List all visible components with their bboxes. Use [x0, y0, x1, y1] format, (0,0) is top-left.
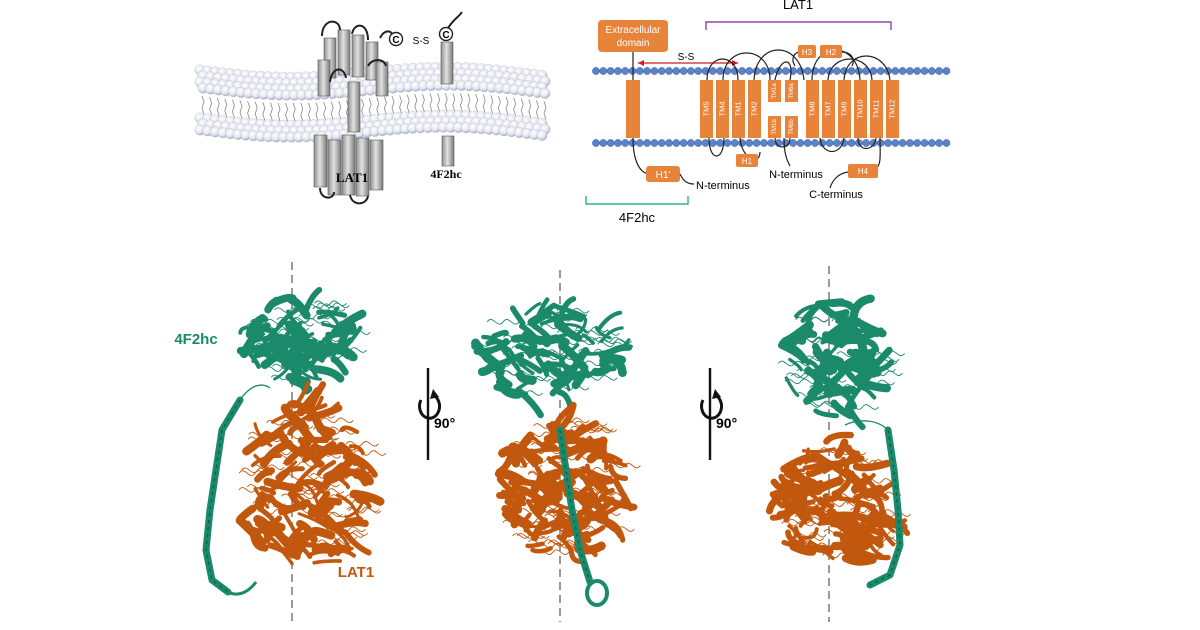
4f2hc-helix	[440, 11, 463, 167]
lat1-c-terminus-label: C-terminus	[809, 189, 863, 201]
svg-text:TM7: TM7	[823, 102, 832, 117]
4f2hc-bracket-label: 4F2hc	[619, 210, 656, 225]
h2-box	[820, 45, 842, 58]
svg-text:TM6b: TM6b	[789, 119, 795, 135]
cysteine-right	[438, 26, 454, 42]
h3-box	[798, 45, 816, 58]
svg-text:TM11: TM11	[871, 100, 880, 119]
lat1-label-cartoon: LAT1	[336, 170, 368, 185]
svg-text:TM8: TM8	[807, 102, 816, 117]
4f2hc-bracket	[585, 196, 689, 205]
ribbon-structures	[202, 286, 911, 607]
4f2hc-tm-helix	[626, 80, 640, 138]
membrane-cartoon: C S-S C LAT1 4F2hc	[194, 11, 551, 205]
svg-text:TM12: TM12	[887, 99, 896, 118]
rotation-label-2: 90°	[716, 415, 737, 431]
h2-label: H2	[826, 48, 837, 57]
lat1-tm-helices: TM5 TM4 TM1 TM2 TM8 TM7 TM9 TM10 TM11 TM12 TM1aTM1…	[700, 80, 899, 138]
disulfide-bridge: C S-S C	[379, 26, 454, 47]
4f2hc-structure-label: 4F2hc	[174, 331, 217, 348]
h4-label: H4	[858, 167, 869, 176]
h4-box	[848, 164, 878, 178]
extracellular-domain-box	[598, 20, 668, 52]
disulfide-label-a: S-S	[413, 36, 430, 47]
disulfide-label-b: S-S	[678, 52, 695, 63]
membrane-bead-rows	[592, 67, 951, 147]
extracellular-label-1: Extracellular	[605, 25, 661, 36]
topology-diagram: LAT1 4F2hc Extracellular domain H1' N-te…	[585, 0, 951, 225]
lat1-n-terminus-label: N-terminus	[769, 169, 823, 181]
h1-box	[736, 154, 758, 167]
rotation-symbol-1: 90°	[418, 368, 455, 460]
cysteine-left-label: C	[392, 35, 399, 46]
cysteine-left	[388, 31, 404, 47]
extracellular-label-2: domain	[617, 38, 650, 49]
h1-prime-label: H1'	[656, 170, 671, 181]
rotate-arrow-icon	[700, 393, 724, 420]
rotation-label-1: 90°	[434, 415, 455, 431]
svg-text:TM1: TM1	[733, 102, 742, 117]
lat1-bracket-label: LAT1	[783, 0, 813, 12]
h3-label: H3	[802, 48, 813, 57]
rotate-arrow-icon	[418, 393, 442, 420]
lipid-bilayer	[194, 61, 551, 143]
h1-label: H1	[742, 157, 753, 166]
cysteine-right-label: C	[442, 30, 449, 41]
rotation-symbol-2: 90°	[700, 368, 737, 460]
svg-text:TM9: TM9	[839, 102, 848, 117]
svg-text:TM5: TM5	[701, 102, 710, 117]
h1-prime-box	[646, 166, 680, 182]
svg-text:TM4: TM4	[717, 102, 726, 117]
lat1-structure-label: LAT1	[338, 564, 374, 581]
svg-text:TM1b: TM1b	[772, 119, 778, 135]
svg-text:TM2: TM2	[749, 102, 758, 117]
lat1-helix-bundle	[313, 20, 389, 205]
svg-text:TM6a: TM6a	[789, 83, 795, 99]
svg-text:TM1a: TM1a	[772, 83, 778, 99]
4f2hc-n-terminus-label: N-terminus	[696, 180, 750, 192]
lat1-bracket	[705, 21, 892, 30]
svg-text:TM10: TM10	[855, 99, 864, 118]
4f2hc-label-cartoon: 4F2hc	[430, 167, 462, 181]
structure-views: 4F2hc LAT1 90° 90°	[174, 262, 911, 622]
